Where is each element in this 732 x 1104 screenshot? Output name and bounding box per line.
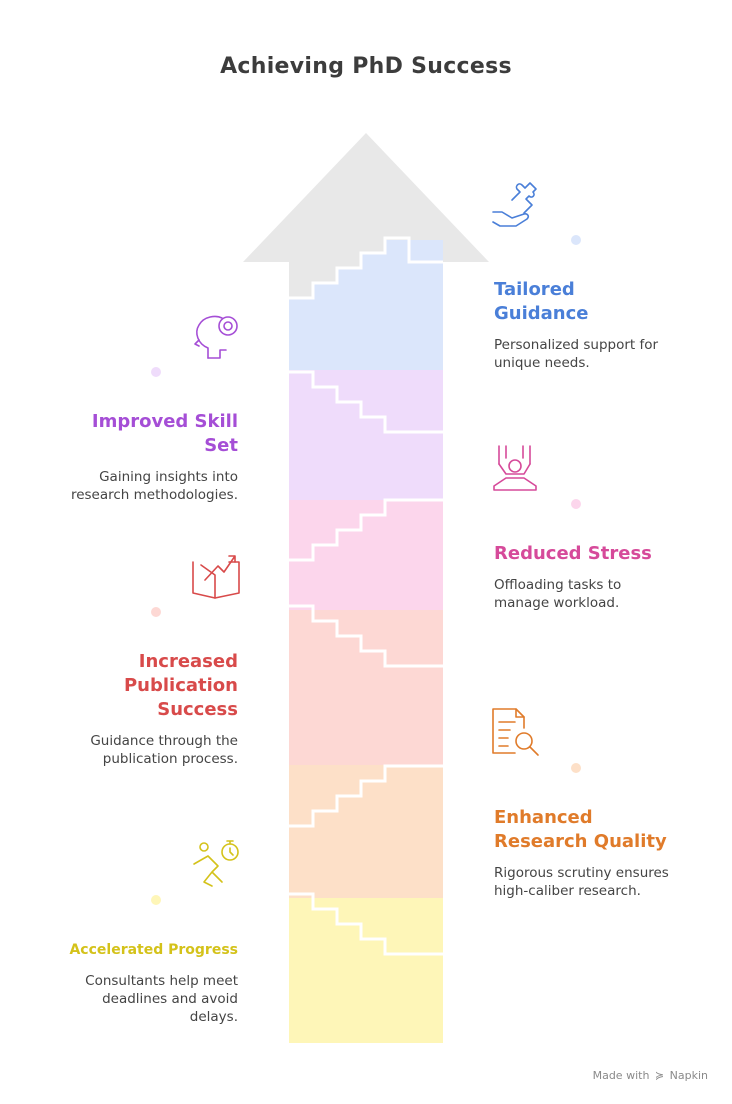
skill-heading: Improved Skill Set <box>91 411 238 456</box>
band-progress <box>289 898 443 1043</box>
footer-credit[interactable]: Made with ≽ Napkin <box>593 1069 708 1082</box>
quality-heading: Enhanced Research Quality <box>494 807 667 852</box>
item-reduced-stress: Reduced Stress Offloading tasks to manag… <box>494 542 709 612</box>
page-title: Achieving PhD Success <box>220 54 512 79</box>
quality-description: Rigorous scrutiny ensures high-caliber r… <box>494 865 669 899</box>
footer-brand: Napkin <box>669 1069 708 1082</box>
item-improved-skill-set: Improved Skill Set Gaining insights into… <box>30 410 238 504</box>
dot-stress <box>571 499 581 509</box>
book-growth-icon <box>192 555 240 599</box>
document-search-icon <box>492 708 539 756</box>
item-increased-publication-success: Increased Publication Success Guidance t… <box>30 650 238 768</box>
dot-progress <box>151 895 161 905</box>
progress-description: Consultants help meet deadlines and avoi… <box>85 973 238 1025</box>
dot-quality <box>571 763 581 773</box>
napkin-logo-icon: ≽ <box>654 1069 665 1082</box>
tailored-description: Personalized support for unique needs. <box>494 337 659 371</box>
stress-heading: Reduced Stress <box>494 543 652 564</box>
dot-tailored <box>571 235 581 245</box>
item-enhanced-research-quality: Enhanced Research Quality Rigorous scrut… <box>494 806 709 900</box>
hand-puzzle-icon <box>492 182 537 227</box>
stress-description: Offloading tasks to manage workload. <box>494 577 622 611</box>
dot-publication <box>151 607 161 617</box>
progress-heading: Accelerated Progress <box>69 942 238 958</box>
publication-heading: Increased Publication Success <box>123 651 238 720</box>
running-stopwatch-icon <box>193 840 239 887</box>
item-accelerated-progress: Accelerated Progress Consultants help me… <box>30 938 238 1026</box>
footer-prefix: Made with <box>592 1069 650 1082</box>
head-gear-icon <box>194 315 238 359</box>
tailored-heading: Tailored Guidance <box>494 279 589 324</box>
item-tailored-guidance: Tailored Guidance Personalized support f… <box>494 278 709 372</box>
dot-skill <box>151 367 161 377</box>
skill-description: Gaining insights into research methodolo… <box>70 469 238 503</box>
arrow-head <box>243 133 489 262</box>
publication-description: Guidance through the publication process… <box>90 733 238 767</box>
relaxed-person-icon <box>493 445 537 491</box>
